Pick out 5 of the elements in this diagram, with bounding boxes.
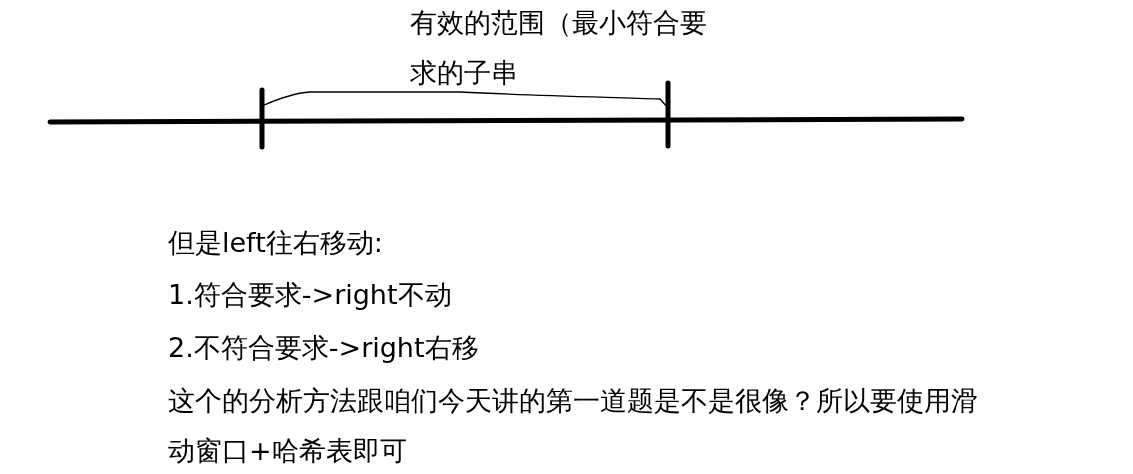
note-text: 1.符合要求->right不动 [168,278,453,312]
note-text: 这个的分析方法跟咱们今天讲的第一道题是不是很像？所以要使用滑动窗口+哈希表即可 [168,384,979,468]
note-text: 但是left往右移动: [168,226,384,260]
note-text: 2.不符合要求->right右移 [168,331,480,365]
range-label: 有效的范围（最小符合要求的子串 [410,6,708,90]
